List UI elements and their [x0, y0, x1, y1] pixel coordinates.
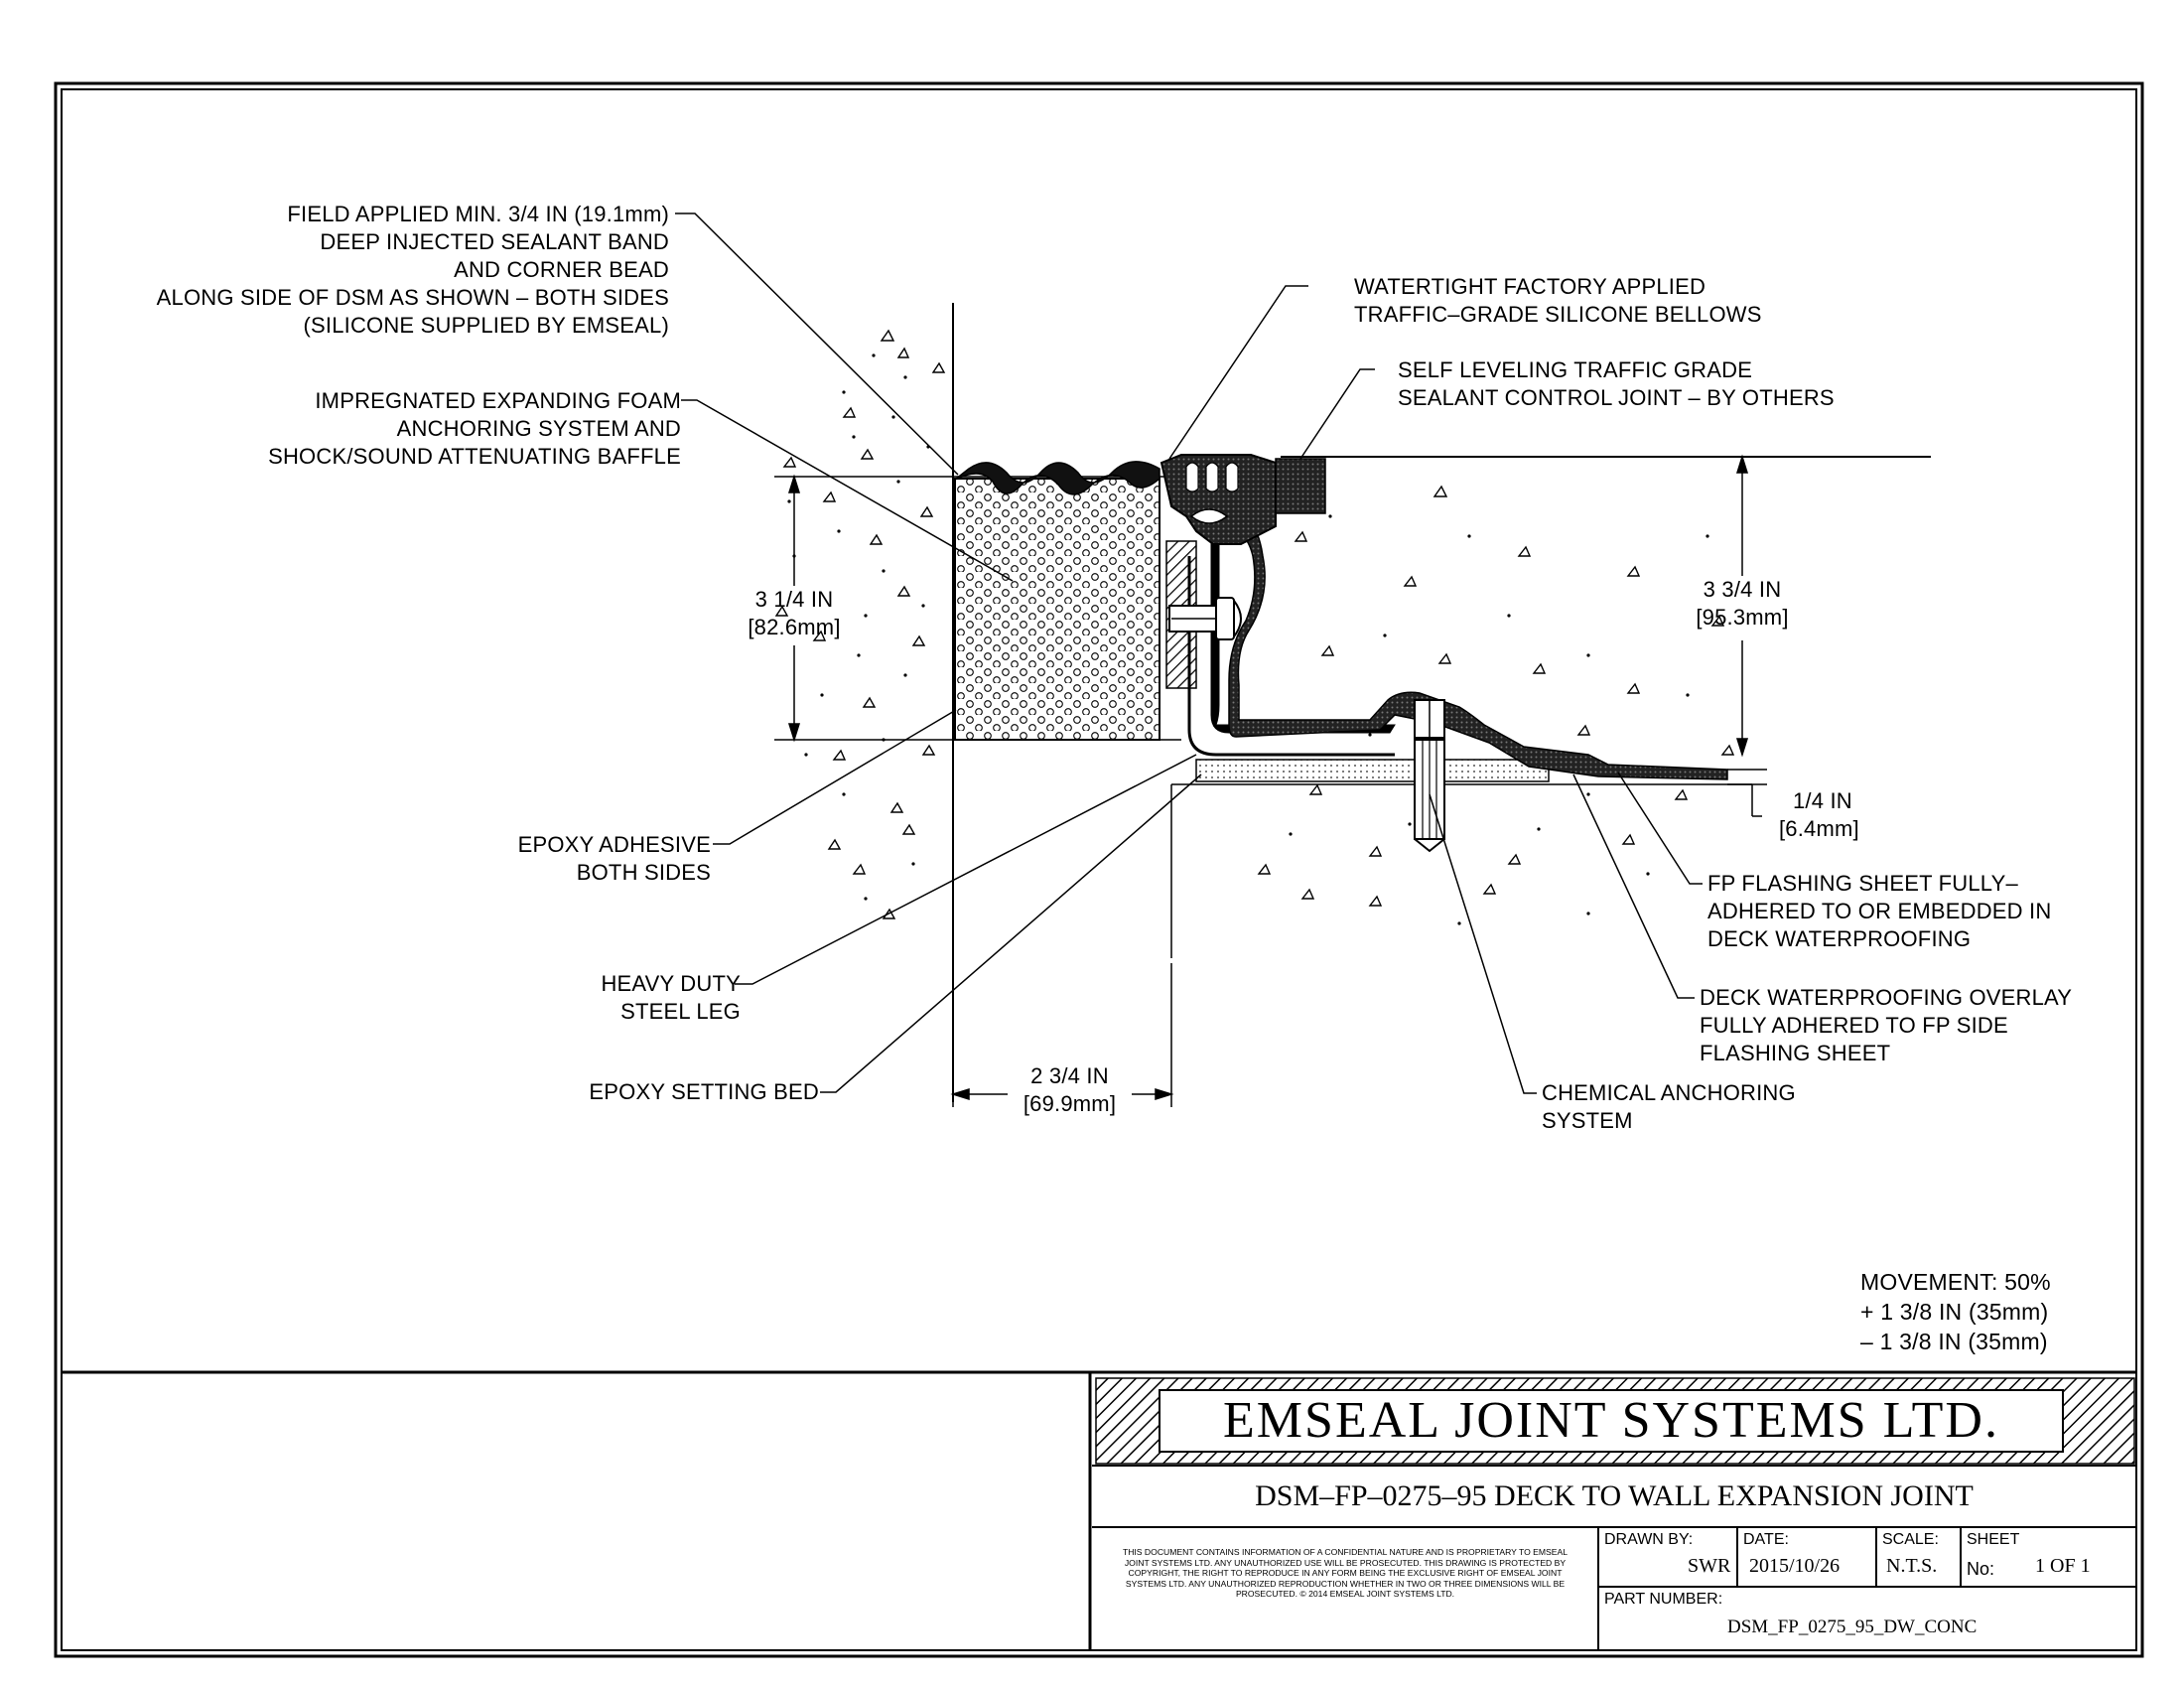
- scale-value: N.T.S.: [1886, 1555, 1938, 1577]
- callout-line: ADHERED TO OR EMBEDDED IN: [1707, 899, 2052, 923]
- callout-line: EPOXY SETTING BED: [589, 1079, 819, 1104]
- callout-line: HEAVY DUTY: [601, 971, 741, 996]
- callout-steel-leg: HEAVY DUTY STEEL LEG: [601, 970, 741, 1026]
- callout-line: CHEMICAL ANCHORING: [1542, 1080, 1796, 1105]
- sheet-label: SHEET: [1967, 1531, 2020, 1548]
- callout-epoxy-adhesive: EPOXY ADHESIVE BOTH SIDES: [518, 831, 711, 887]
- dimension-line: 1/4 IN: [1793, 788, 1852, 813]
- callout-control-joint: SELF LEVELING TRAFFIC GRADE SEALANT CONT…: [1398, 356, 1835, 412]
- dimension-left-height: 3 1/4 IN [82.6mm]: [730, 586, 859, 641]
- callout-line: FP FLASHING SHEET FULLY–: [1707, 871, 2018, 896]
- callout-line: SELF LEVELING TRAFFIC GRADE: [1398, 357, 1753, 382]
- company-name: EMSEAL JOINT SYSTEMS LTD.: [1223, 1392, 1999, 1449]
- drawn-by-label: DRAWN BY:: [1604, 1531, 1694, 1548]
- dimension-line: [95.3mm]: [1696, 605, 1789, 630]
- callout-line: DECK WATERPROOFING OVERLAY: [1700, 985, 2073, 1010]
- callout-line: DECK WATERPROOFING: [1707, 926, 1972, 951]
- callout-line: (SILICONE SUPPLIED BY EMSEAL): [303, 313, 669, 338]
- callout-line: TRAFFIC–GRADE SILICONE BELLOWS: [1354, 302, 1762, 327]
- dimension-line: [6.4mm]: [1779, 816, 1859, 841]
- dimension-line: [82.6mm]: [748, 615, 841, 639]
- callout-line: ALONG SIDE OF DSM AS SHOWN – BOTH SIDES: [156, 285, 669, 310]
- dimension-line: [69.9mm]: [1023, 1091, 1117, 1116]
- callout-anchoring: CHEMICAL ANCHORING SYSTEM: [1542, 1079, 1796, 1135]
- dimension-flange: 1/4 IN [6.4mm]: [1779, 787, 1859, 843]
- drawn-by-value: SWR: [1688, 1555, 1731, 1577]
- callout-line: STEEL LEG: [620, 999, 741, 1024]
- deck-concrete: [1257, 485, 1735, 907]
- drawing-title: DSM–FP–0275–95 DECK TO WALL EXPANSION JO…: [1255, 1479, 1974, 1512]
- callout-foam: IMPREGNATED EXPANDING FOAM ANCHORING SYS…: [268, 387, 681, 471]
- callout-line: DEEP INJECTED SEALANT BAND: [320, 229, 669, 254]
- confidentiality-notice: THIS DOCUMENT CONTAINS INFORMATION OF A …: [1122, 1547, 1569, 1599]
- dimension-line: 3 1/4 IN: [754, 587, 834, 612]
- dimension-right-height: 3 3/4 IN [95.3mm]: [1678, 576, 1807, 632]
- dimension-line: 3 3/4 IN: [1703, 577, 1782, 602]
- callout-line: EPOXY ADHESIVE: [517, 832, 711, 857]
- dimension-width: 2 3/4 IN [69.9mm]: [1003, 1062, 1137, 1118]
- callout-line: WATERTIGHT FACTORY APPLIED: [1354, 274, 1706, 299]
- callout-setting-bed: EPOXY SETTING BED: [589, 1078, 819, 1106]
- callout-sealant-band: FIELD APPLIED MIN. 3/4 IN (19.1mm) DEEP …: [157, 201, 669, 340]
- movement-line: MOVEMENT: 50%: [1860, 1269, 2051, 1295]
- callout-line: FIELD APPLIED MIN. 3/4 IN (19.1mm): [287, 202, 669, 226]
- date-value: 2015/10/26: [1749, 1555, 1841, 1577]
- callout-line: SHOCK/SOUND ATTENUATING BAFFLE: [268, 444, 681, 469]
- callout-line: IMPREGNATED EXPANDING FOAM: [315, 388, 681, 413]
- wall-concrete: [774, 329, 946, 919]
- movement-note: MOVEMENT: 50% + 1 3/8 IN (35mm) – 1 3/8 …: [1860, 1267, 2051, 1356]
- part-number-value: DSM_FP_0275_95_DW_CONC: [1727, 1617, 1978, 1637]
- sheet-value: 1 OF 1: [2035, 1555, 2091, 1577]
- callout-line: AND CORNER BEAD: [454, 257, 669, 282]
- callout-flashing: FP FLASHING SHEET FULLY– ADHERED TO OR E…: [1707, 870, 2051, 953]
- part-number-label: PART NUMBER:: [1604, 1591, 1723, 1608]
- callout-line: FLASHING SHEET: [1700, 1041, 1891, 1065]
- callout-line: SEALANT CONTROL JOINT – BY OTHERS: [1398, 385, 1835, 410]
- callout-bellows: WATERTIGHT FACTORY APPLIED TRAFFIC–GRADE…: [1354, 273, 1762, 329]
- sheet-no-label: No:: [1967, 1559, 1995, 1579]
- callout-line: SYSTEM: [1542, 1108, 1633, 1133]
- scale-label: SCALE:: [1882, 1531, 1939, 1548]
- callout-overlay: DECK WATERPROOFING OVERLAY FULLY ADHERED…: [1700, 984, 2072, 1067]
- movement-line: + 1 3/8 IN (35mm): [1860, 1299, 2049, 1325]
- dimension-line: 2 3/4 IN: [1030, 1063, 1109, 1088]
- callout-line: FULLY ADHERED TO FP SIDE: [1700, 1013, 2008, 1038]
- callout-line: BOTH SIDES: [576, 860, 711, 885]
- callout-line: ANCHORING SYSTEM AND: [396, 416, 681, 441]
- movement-line: – 1 3/8 IN (35mm): [1860, 1329, 2048, 1354]
- date-label: DATE:: [1743, 1531, 1789, 1548]
